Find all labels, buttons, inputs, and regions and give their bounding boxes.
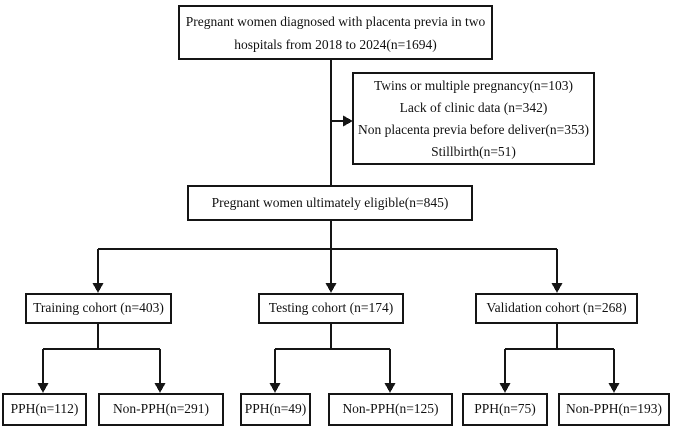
eligible-population-label: Pregnant women ultimately eligible(n=845… bbox=[211, 194, 449, 210]
training-nonpph-box: Non-PPH(n=291) bbox=[98, 393, 224, 426]
training-cohort-label: Training cohort (n=403) bbox=[33, 300, 164, 316]
testing-cohort-box: Testing cohort (n=174) bbox=[258, 293, 404, 324]
validation-pph-label: PPH(n=75) bbox=[474, 401, 536, 417]
source-population-line1: Pregnant women diagnosed with placenta p… bbox=[185, 13, 486, 29]
exclusion-criteria-box: Twins or multiple pregnancy(n=103) Lack … bbox=[352, 72, 595, 165]
training-cohort-box: Training cohort (n=403) bbox=[25, 293, 172, 324]
validation-nonpph-box: Non-PPH(n=193) bbox=[558, 393, 670, 426]
validation-nonpph-label: Non-PPH(n=193) bbox=[565, 401, 663, 417]
testing-pph-box: PPH(n=49) bbox=[240, 393, 311, 426]
connector-eligible-to-cohorts bbox=[97, 221, 558, 284]
testing-pph-label: PPH(n=49) bbox=[244, 401, 307, 417]
training-nonpph-label: Non-PPH(n=291) bbox=[112, 401, 210, 417]
source-population-line2: hospitals from 2018 to 2024(n=1694) bbox=[234, 36, 437, 52]
exclusion-line-non-previa: Non placenta previa before deliver(n=353… bbox=[357, 121, 589, 137]
arrowhead-testing bbox=[325, 283, 337, 293]
eligible-population-box: Pregnant women ultimately eligible(n=845… bbox=[187, 185, 473, 221]
exclusion-line-twins: Twins or multiple pregnancy(n=103) bbox=[374, 77, 573, 93]
source-population-box: Pregnant women diagnosed with placenta p… bbox=[178, 5, 493, 60]
testing-cohort-label: Testing cohort (n=174) bbox=[268, 300, 394, 316]
validation-pph-box: PPH(n=75) bbox=[462, 393, 548, 426]
connector-testing-split bbox=[274, 324, 391, 384]
arrowhead-pph-train bbox=[37, 383, 49, 393]
training-pph-box: PPH(n=112) bbox=[2, 393, 87, 426]
testing-nonpph-label: Non-PPH(n=125) bbox=[342, 401, 439, 417]
validation-cohort-label: Validation cohort (n=268) bbox=[486, 300, 627, 316]
training-pph-label: PPH(n=112) bbox=[10, 401, 79, 417]
exclusion-line-stillbirth: Stillbirth(n=51) bbox=[431, 143, 516, 159]
validation-cohort-box: Validation cohort (n=268) bbox=[475, 293, 638, 324]
arrowhead-nonpph-train bbox=[154, 383, 166, 393]
connector-training-split bbox=[42, 324, 161, 384]
arrowhead-nonpph-valid bbox=[608, 383, 620, 393]
arrowhead-exclusion bbox=[343, 115, 353, 127]
connector-validation-split bbox=[504, 324, 615, 384]
testing-nonpph-box: Non-PPH(n=125) bbox=[328, 393, 453, 426]
arrowhead-training bbox=[92, 283, 104, 293]
arrowhead-pph-test bbox=[269, 383, 281, 393]
arrowhead-validation bbox=[551, 283, 563, 293]
arrowhead-nonpph-test bbox=[384, 383, 396, 393]
exclusion-line-clinic-data: Lack of clinic data (n=342) bbox=[399, 99, 548, 115]
arrowhead-pph-valid bbox=[499, 383, 511, 393]
